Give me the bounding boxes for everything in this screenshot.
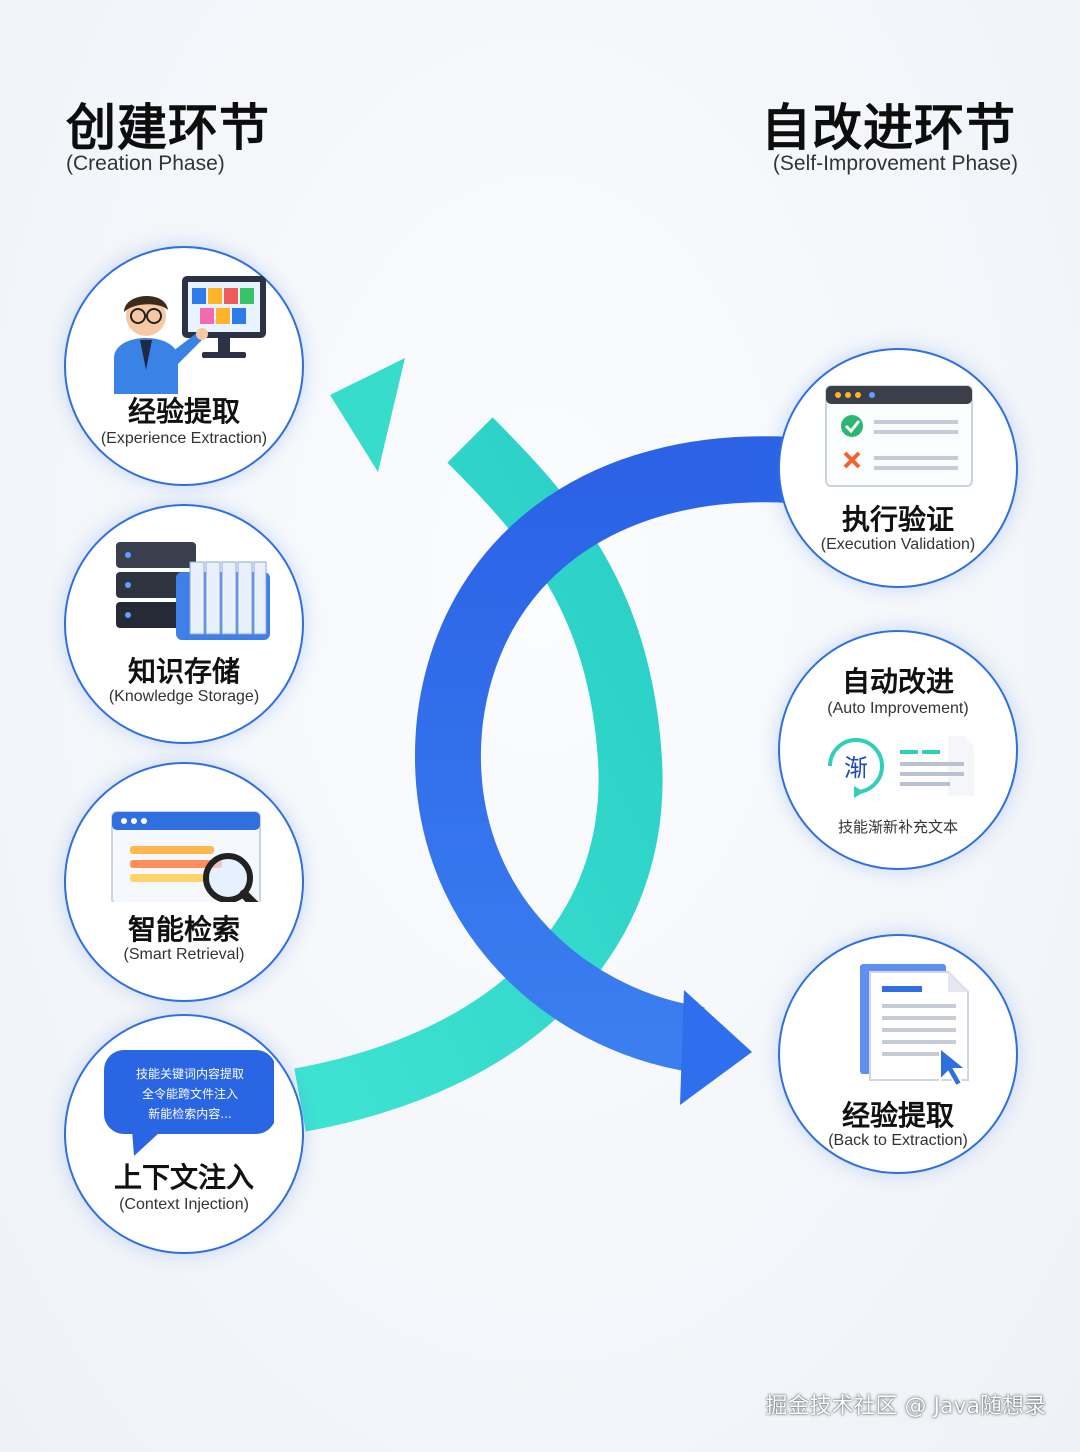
node-knowledge-storage: 知识存储 (Knowledge Storage) bbox=[64, 504, 304, 744]
node-execution-validation: 执行验证 (Execution Validation) bbox=[778, 348, 1018, 588]
step-title-cn: 智能检索 bbox=[127, 913, 240, 946]
bubble-line-2: 全令能跨文件注入 bbox=[142, 1086, 238, 1101]
teal-arrowhead bbox=[330, 358, 405, 472]
auto-improve-caption: 技能渐新补充文本 bbox=[837, 818, 958, 836]
step-title-cn: 经验提取 bbox=[127, 395, 240, 428]
node-context-injection: 技能关键词内容提取 全令能跨文件注入 新能检索内容... 上下文注入 (Cont… bbox=[64, 1014, 304, 1254]
watermark: 掘金技术社区 @ Java随想录 bbox=[765, 1394, 1046, 1419]
step-title-cn: 经验提取 bbox=[841, 1099, 954, 1132]
improvement-phase-subtitle: (Self-Improvement Phase) bbox=[772, 152, 1018, 175]
creation-phase-title: 创建环节 bbox=[66, 99, 270, 157]
blue-arrowhead bbox=[680, 990, 752, 1105]
step-title-en: (Execution Validation) bbox=[820, 536, 976, 553]
bubble-line-3: 新能检索内容... bbox=[148, 1106, 231, 1121]
step-title-en: (Experience Extraction) bbox=[100, 430, 268, 447]
speech-bubble-icon: 技能关键词内容提取 全令能跨文件注入 新能检索内容... bbox=[104, 1050, 274, 1156]
node-back-to-extraction: 经验提取 (Back to Extraction) bbox=[778, 934, 1018, 1174]
document-cursor-icon bbox=[860, 964, 969, 1088]
node-experience-extraction: 经验提取 (Experience Extraction) bbox=[64, 246, 304, 486]
blue-flow-arrow bbox=[415, 436, 792, 1073]
checklist-window-icon bbox=[825, 385, 973, 487]
step-title-en: (Knowledge Storage) bbox=[108, 688, 260, 705]
refresh-document-icon: 渐 bbox=[828, 736, 974, 798]
browser-magnifier-icon bbox=[111, 811, 261, 902]
step-title-en: (Context Injection) bbox=[119, 1196, 249, 1213]
step-title-cn: 知识存储 bbox=[127, 655, 240, 688]
bubble-line-1: 技能关键词内容提取 bbox=[136, 1066, 244, 1081]
creation-phase-subtitle: (Creation Phase) bbox=[66, 152, 225, 175]
step-title-en: (Auto Improvement) bbox=[827, 700, 969, 717]
auto-improve-badge: 渐 bbox=[844, 754, 868, 782]
node-auto-improvement: 自动改进 (Auto Improvement) 渐 技能渐新补充文本 bbox=[778, 630, 1018, 870]
step-title-en: (Smart Retrieval) bbox=[123, 946, 245, 963]
presenter-monitor-icon bbox=[114, 276, 266, 394]
step-title-cn: 上下文注入 bbox=[113, 1161, 254, 1194]
node-smart-retrieval: 智能检索 (Smart Retrieval) bbox=[64, 762, 304, 1002]
server-folders-icon bbox=[116, 542, 270, 640]
step-title-cn: 自动改进 bbox=[841, 665, 954, 698]
improvement-phase-title: 自改进环节 bbox=[761, 99, 1016, 157]
step-title-en: (Back to Extraction) bbox=[828, 1132, 968, 1149]
step-title-cn: 执行验证 bbox=[841, 503, 954, 536]
